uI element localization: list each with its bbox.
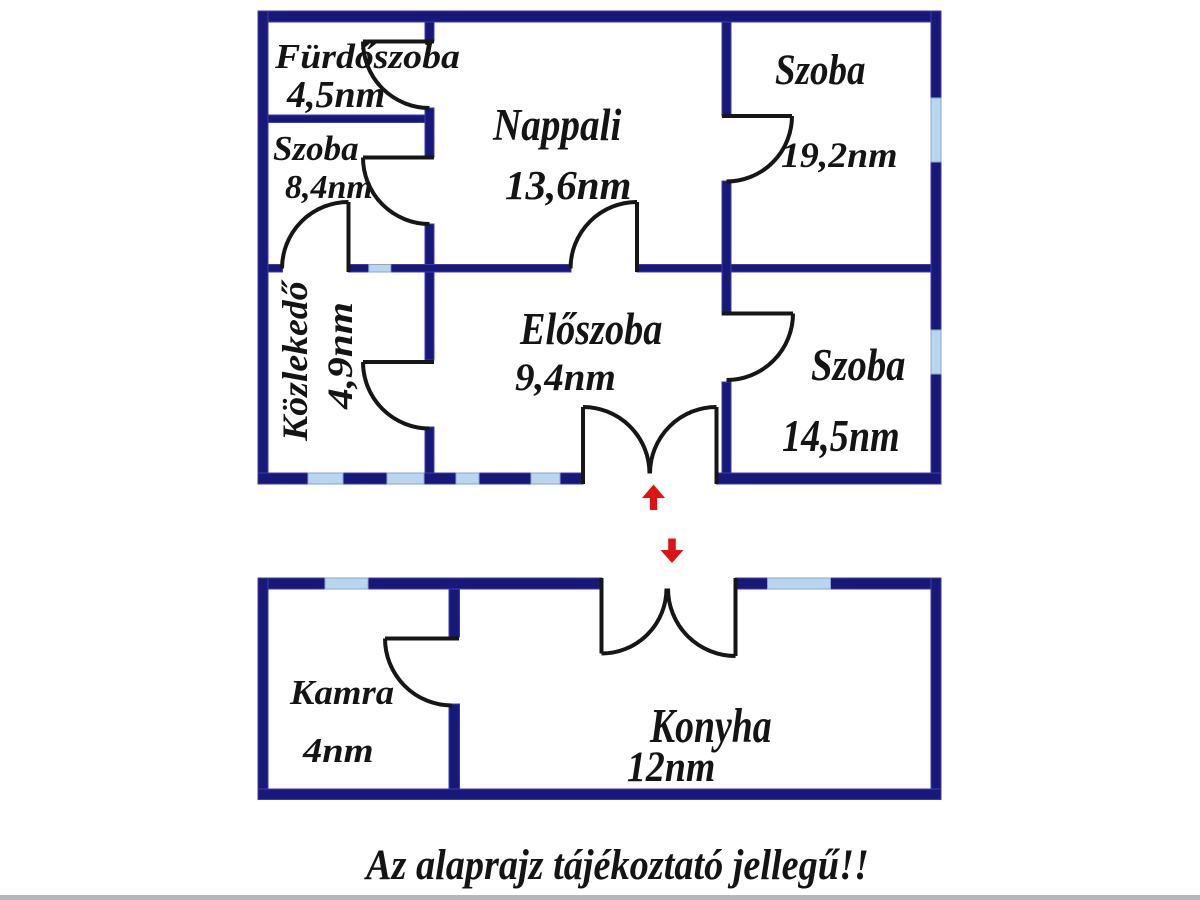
entrance-arrows-group [642,484,684,563]
main-bottom-wall-right [716,472,942,485]
wall-d-segment [721,180,732,316]
room-label-eloszoba-area: 9,4nm [515,356,616,399]
window [530,472,561,485]
room-label-furdoszoba-area: 4,5nm [287,74,386,116]
arrow-up-icon [642,484,665,510]
room-label-caption: Az alaprajz tájékoztató jellegű!! [366,842,869,889]
door-swing-arc [383,638,453,708]
main-top-wall [257,10,942,23]
arrow-down-icon [660,538,684,563]
door-swing-arc [666,588,736,658]
door-swing-arc [726,313,795,382]
wall-e-segment [448,588,460,638]
window [368,264,392,273]
room-label-szoba84-name: Szoba [273,129,359,168]
wall-b [267,114,426,123]
door-swing-arc [648,405,717,474]
window [307,472,344,485]
wall-d-segment [721,381,732,474]
room-label-szoba145-area: 14,5nm [782,410,900,461]
wall-a-segment [424,107,435,158]
window [455,472,480,485]
window [930,329,942,375]
main-left-wall [257,10,269,485]
door-swing-arc [568,200,638,269]
wall-a-segment [424,426,435,474]
wall-e-segment [448,703,460,790]
door-swing-arc [280,200,349,269]
annex-top-wall-right [735,577,942,590]
window [767,577,831,590]
wall-c-segment [636,264,932,273]
door-swing-arc [361,157,430,226]
annex-left-wall [257,577,269,800]
room-label-furdoszoba-name: Fürdőszoba [275,37,460,76]
window [386,472,425,485]
room-label-konyha-name: Konyha [650,698,772,753]
room-label-kozlekedo-area: 4,9nm [320,302,360,409]
room-label-eloszoba-name: Előszoba [520,304,663,354]
door-swing-arc [361,41,430,110]
window [930,97,942,163]
annex-right-wall [930,577,942,800]
room-label-konyha-area: 12nm [627,744,716,791]
door-swing-arc [361,361,430,431]
window [324,577,369,590]
room-label-kozlekedo-name: Közlekedő [275,281,315,441]
room-label-szoba192-area: 19,2nm [781,135,898,175]
main-right-wall [930,10,942,485]
room-label-kamra-area: 4nm [303,731,374,770]
room-label-nappali-area: 13,6nm [505,162,632,208]
door-swing-arc [582,405,652,474]
windows-group [307,97,942,590]
door-swing-arc [726,115,794,184]
annex-top-wall-left [257,577,602,590]
door-swing-arc [601,588,669,656]
room-label-nappali-name: Nappali [493,100,622,150]
room-label-kamra-name: Kamra [290,673,395,712]
room-label-szoba145-name: Szoba [811,339,906,390]
doors-group [280,39,795,708]
room-label-szoba192-name: Szoba [775,47,866,94]
footer-strip [0,895,1200,900]
wall-a-segment [424,223,435,361]
room-label-szoba84-area: 8,4nm [285,169,373,206]
annex-bottom-wall [257,788,942,800]
wall-d-segment [721,21,732,117]
